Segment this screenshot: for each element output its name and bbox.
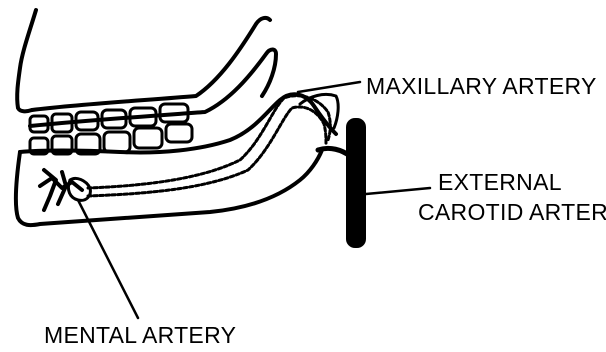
external-carotid-leader-line [366,188,430,194]
label-external-carotid-line2: CAROTID ARTERY [418,199,606,225]
label-mental-artery: MENTAL ARTERY [44,322,236,348]
mental-artery-branches [40,170,90,210]
label-external-carotid-line1: EXTERNAL [438,169,562,195]
maxillary-leader-line [298,82,360,92]
label-maxillary-artery: MAXILLARY ARTERY [366,73,597,99]
teeth [30,104,192,154]
